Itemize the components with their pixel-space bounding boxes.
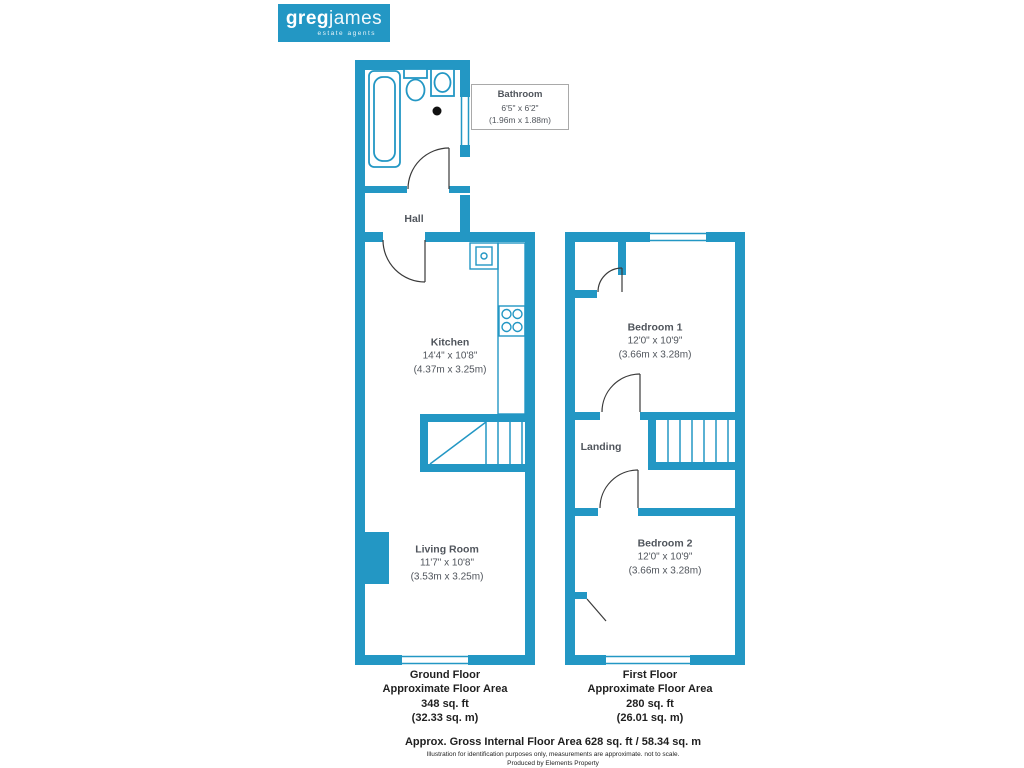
- toilet: [403, 68, 428, 102]
- bedroom2-window: [606, 655, 690, 665]
- logo-brand-light: james: [329, 7, 383, 29]
- bedroom2-name: Bedroom 2: [637, 537, 693, 550]
- first-caption-area-m: (26.01 sq. m): [616, 711, 684, 724]
- living-room-dims-imperial: 11'7" x 10'8": [419, 557, 475, 569]
- kitchen-dims-metric: (4.37m x 3.25m): [413, 364, 487, 376]
- bedroom2-label: Bedroom 2 12'0" x 10'9" (3.66m x 3.28m): [629, 536, 702, 577]
- basin: [430, 68, 455, 97]
- first-caption-area-ft: 280 sq. ft: [626, 697, 674, 710]
- bedroom2-dims-imperial: 12'0" x 10'9": [637, 551, 693, 563]
- door-stop-dot: [432, 106, 442, 116]
- first-stairs: [667, 420, 729, 462]
- logo-tagline: estate agents: [317, 29, 376, 37]
- bathroom-dims-metric: (1.96m x 1.88m): [489, 115, 551, 126]
- living-room-window: [402, 655, 468, 665]
- bedroom1-dims-imperial: 12'0" x 10'9": [627, 335, 683, 347]
- bathroom-label: Bathroom 6'5" x 6'2" (1.96m x 1.88m): [471, 84, 569, 131]
- bedroom2-alcove-door: [586, 598, 607, 622]
- living-room-dims-metric: (3.53m x 3.25m): [410, 571, 484, 583]
- bathroom-door: [407, 147, 450, 190]
- stair-cupboard-door: [597, 267, 623, 293]
- kitchen-dims-imperial: 14'4" x 10'8": [422, 350, 478, 362]
- ground-floor-caption: Ground Floor Approximate Floor Area 348 …: [383, 668, 508, 725]
- chimney-breast: [365, 532, 389, 584]
- living-room-name: Living Room: [415, 543, 479, 556]
- bedroom2-door: [599, 469, 639, 509]
- bathroom-dims-imperial: 6'5" x 6'2": [501, 102, 539, 113]
- ground-caption-area-m: (32.33 sq. m): [411, 711, 479, 724]
- hall-name: Hall: [404, 212, 424, 225]
- first-caption-title: First Floor: [622, 669, 678, 681]
- bathtub: [368, 70, 401, 168]
- bathroom-name: Bathroom: [497, 89, 543, 100]
- logo-brand-bold: greg: [285, 7, 329, 29]
- ground-stairs: [429, 421, 523, 465]
- hall-label: Hall: [404, 212, 423, 226]
- landing-name: Landing: [580, 440, 622, 453]
- gross-area-text: Approx. Gross Internal Floor Area 628 sq…: [404, 736, 702, 748]
- disclaimer-text: Illustration for identification purposes…: [426, 751, 680, 758]
- kitchen-label: Kitchen 14'4" x 10'8" (4.37m x 3.25m): [414, 335, 487, 376]
- bedroom1-label: Bedroom 1 12'0" x 10'9" (3.66m x 3.28m): [619, 320, 692, 361]
- hall-kitchen-door: [382, 239, 426, 283]
- ground-floor-plan: [355, 60, 535, 665]
- first-floor-caption: First Floor Approximate Floor Area 280 s…: [588, 668, 713, 725]
- hob: [498, 305, 526, 337]
- bathroom-window: [460, 97, 470, 145]
- ground-caption-subtitle: Approximate Floor Area: [382, 683, 508, 696]
- agency-logo: gregjames estate agents: [278, 4, 390, 42]
- bedroom2-dims-metric: (3.66m x 3.28m): [628, 565, 702, 577]
- ground-caption-area-ft: 348 sq. ft: [421, 697, 469, 710]
- logo-brand: gregjames: [286, 9, 382, 28]
- ground-caption-title: Ground Floor: [409, 669, 481, 681]
- bedroom1-name: Bedroom 1: [627, 321, 683, 334]
- first-floor-plan: [565, 232, 745, 665]
- living-room-label: Living Room 11'7" x 10'8" (3.53m x 3.25m…: [411, 542, 484, 583]
- kitchen-sink: [469, 242, 499, 270]
- bedroom1-door: [601, 373, 641, 413]
- bedroom1-window: [650, 232, 706, 242]
- kitchen-name: Kitchen: [430, 336, 470, 349]
- produced-by-text: Produced by Elements Property: [507, 759, 599, 767]
- landing-label: Landing: [581, 440, 622, 454]
- first-caption-subtitle: Approximate Floor Area: [587, 683, 713, 696]
- bedroom1-dims-metric: (3.66m x 3.28m): [618, 349, 692, 361]
